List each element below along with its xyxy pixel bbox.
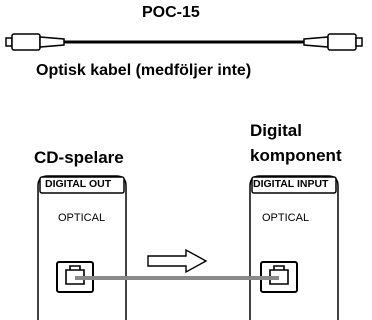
cable-right-plug-body — [327, 33, 357, 51]
cable-model-label: POC-15 — [142, 4, 200, 21]
destination-device-name-line2: komponent — [250, 146, 342, 165]
cable-right-plug-tip — [355, 37, 363, 47]
destination-port-label: DIGITAL INPUT — [253, 178, 329, 190]
source-device-name: CD-spelare — [34, 148, 124, 167]
cable-left-plug-body — [11, 33, 41, 51]
destination-port-label-box — [251, 176, 337, 194]
source-device-panel — [37, 175, 127, 320]
destination-device-name: Digital komponent — [250, 118, 342, 168]
signal-arrow — [147, 248, 208, 274]
cable-right-plug-neck — [303, 36, 329, 48]
source-port-label: DIGITAL OUT — [45, 178, 112, 190]
source-port-label-box — [39, 176, 125, 194]
cable-left-plug-tip — [5, 37, 13, 47]
cable-left-plug-neck — [39, 36, 65, 48]
destination-port-type: OPTICAL — [262, 212, 310, 224]
destination-device-name-line1: Digital — [250, 121, 302, 140]
cable-description: Optisk kabel (medföljer inte) — [36, 62, 252, 79]
source-port-type: OPTICAL — [58, 212, 106, 224]
cable-illustration — [5, 33, 363, 51]
destination-device-panel — [249, 175, 339, 320]
